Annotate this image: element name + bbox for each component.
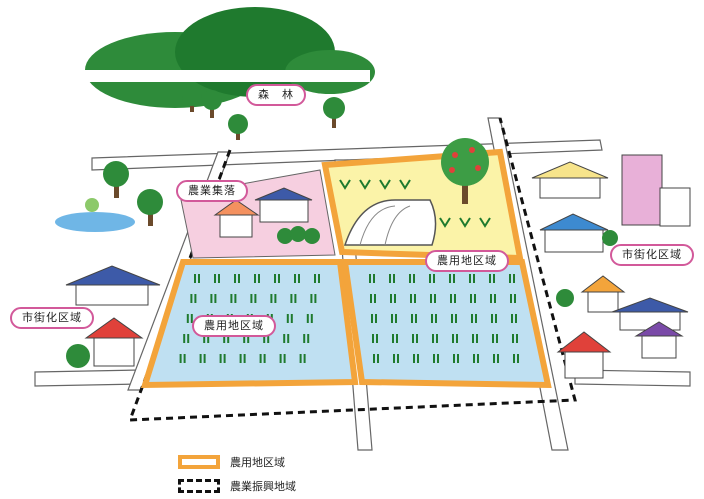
crop-icon [339,179,491,228]
farmland-label-upper: 農用地区域 [425,250,509,272]
tree-icon [182,86,202,112]
tree-icon [323,97,345,128]
house-icon [84,317,144,367]
house-icon [580,275,626,313]
farmland-label-lower: 農用地区域 [192,315,276,337]
paddy-field-right [341,259,552,389]
house-icon [611,297,689,331]
house-icon [556,331,612,379]
legend-farmland: 農用地区域 [178,450,285,474]
forest-label: 森 林 [246,84,306,106]
promotion-area-boundary [127,117,577,422]
tree-icon [228,114,248,140]
house-icon [539,213,609,253]
legend-promotion-text: 農業振興地域 [230,480,296,493]
fruit-tree-icon [441,138,489,204]
legend-farmland-swatch [178,455,220,469]
house-icon [65,265,161,306]
urban-label-right: 市街化区域 [610,244,694,266]
legend-farmland-text: 農用地区域 [230,456,285,469]
legend-promotion-swatch [178,479,220,493]
house-icon [254,187,313,223]
pond-icon [55,212,135,232]
tree-icon [137,189,163,226]
greenhouse-icon [343,199,437,246]
paddy-plants [179,274,519,363]
tree-icon [202,90,222,118]
house-icon [213,199,260,238]
tree-icon [103,161,129,198]
shrub-icon [277,226,320,244]
urban-label-left: 市街化区域 [10,307,94,329]
house-icon [634,321,684,359]
village-label: 農業集落 [176,180,248,202]
legend-promotion: 農業振興地域 [178,474,296,498]
building-icon [621,154,691,227]
house-icon [531,161,609,199]
forest-mountains [85,7,375,108]
